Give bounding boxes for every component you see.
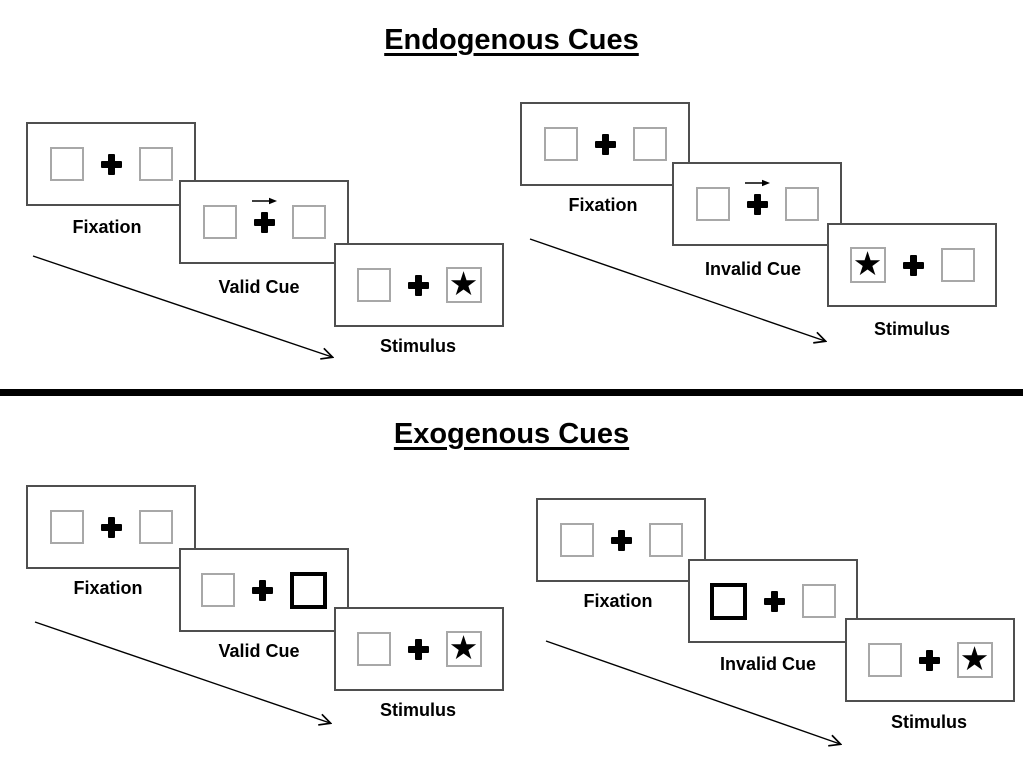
right-highlighted-cue-box: [290, 571, 327, 609]
exo-invalid-cue-panel: [688, 559, 858, 643]
endogenous-section-title: Endogenous Cues: [384, 24, 639, 56]
exo-valid-fixation-panel: [26, 485, 196, 569]
fixation-cross-icon: [100, 153, 122, 175]
right-arrow-icon: [251, 197, 277, 204]
fixation-cross-icon: [252, 579, 273, 601]
right-placeholder-box: [138, 510, 173, 544]
exo-invalid-stimulus-panel: ★: [845, 618, 1015, 702]
left-stimulus-box: ★: [849, 245, 886, 283]
endo-invalid-cue-panel: [672, 162, 842, 246]
right-stimulus-box: ★: [445, 265, 482, 303]
star-stimulus-icon: ★: [852, 245, 883, 282]
fixation-cross-icon: [746, 193, 768, 215]
fixation-cross-with-cue: [744, 179, 770, 215]
fixation-cross-with-cue: [251, 197, 277, 233]
fixation-cross-icon: [594, 133, 616, 155]
right-placeholder-box: [802, 584, 836, 618]
endo-valid-cue-panel: [179, 180, 349, 264]
right-placeholder-box: [648, 523, 683, 557]
endo-valid-time-arrow: [32, 255, 332, 357]
left-placeholder-box: [543, 127, 578, 161]
fixation-cross-icon: [764, 590, 785, 612]
fixation-cross-icon: [407, 638, 429, 660]
right-placeholder-box: [138, 147, 173, 181]
fixation-cross-icon: [918, 649, 940, 671]
endo-invalid-stimulus-panel: ★: [827, 223, 997, 307]
section-divider: [0, 389, 1023, 396]
exo-valid-stimulus-panel: ★: [334, 607, 504, 691]
fixation-cross-icon: [253, 211, 275, 233]
left-highlighted-cue-box: [710, 582, 747, 620]
star-stimulus-icon: ★: [959, 640, 990, 677]
right-arrow-icon: [744, 179, 770, 186]
endo-invalid-fixation-panel: [520, 102, 690, 186]
fixation-cross-icon: [902, 254, 924, 276]
right-placeholder-box: [784, 187, 819, 221]
exogenous-section-title: Exogenous Cues: [393, 418, 630, 450]
exo-valid-time-arrow: [34, 621, 330, 723]
fixation-cross-icon: [610, 529, 632, 551]
fixation-cross-icon: [100, 516, 122, 538]
star-stimulus-icon: ★: [448, 629, 479, 666]
endo-valid-stimulus-panel: ★: [334, 243, 504, 327]
left-placeholder-box: [201, 573, 235, 607]
right-placeholder-box: [291, 205, 326, 239]
right-stimulus-box: ★: [956, 640, 993, 678]
fixation-cross-icon: [407, 274, 429, 296]
right-stimulus-box: ★: [445, 629, 482, 667]
star-stimulus-icon: ★: [448, 265, 479, 302]
right-placeholder-box: [940, 248, 975, 282]
exo-valid-cue-panel: [179, 548, 349, 632]
right-placeholder-box: [632, 127, 667, 161]
left-placeholder-box: [356, 268, 391, 302]
endo-invalid-time-arrow: [529, 238, 825, 341]
exo-invalid-fixation-panel: [536, 498, 706, 582]
exo-invalid-time-arrow: [545, 640, 840, 744]
left-placeholder-box: [867, 643, 902, 677]
left-placeholder-box: [202, 205, 237, 239]
left-placeholder-box: [49, 510, 84, 544]
left-placeholder-box: [559, 523, 594, 557]
left-placeholder-box: [356, 632, 391, 666]
endo-valid-fixation-panel: [26, 122, 196, 206]
left-placeholder-box: [695, 187, 730, 221]
left-placeholder-box: [49, 147, 84, 181]
